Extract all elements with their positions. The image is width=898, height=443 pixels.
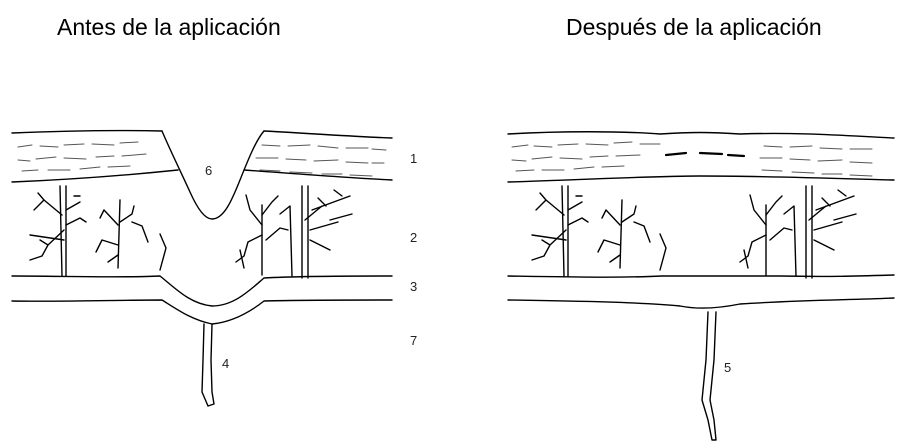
before-roots-left	[29, 185, 167, 277]
after-panel	[507, 131, 895, 441]
before-roots-right	[235, 185, 353, 279]
after-layer3-top	[507, 274, 895, 278]
after-layer3-bottom	[507, 297, 895, 309]
before-layer3-top	[11, 275, 393, 307]
before-crack	[201, 323, 215, 407]
label-2: 2	[410, 230, 417, 245]
title-before: Antes de la aplicación	[57, 14, 281, 40]
label-4: 4	[222, 356, 229, 371]
after-roots-left	[531, 185, 667, 277]
after-strata	[511, 141, 873, 177]
before-surface-top-right	[263, 130, 393, 139]
label-6: 6	[205, 163, 212, 178]
before-strata-left	[17, 141, 147, 172]
after-patch-fill	[664, 151, 746, 158]
label-1: 1	[410, 151, 417, 166]
before-surface-bottom-left	[11, 169, 179, 183]
before-panel	[11, 129, 393, 407]
label-3: 3	[410, 279, 417, 294]
before-surface-top-left	[11, 129, 163, 134]
title-after: Después de la aplicación	[566, 14, 822, 40]
before-strata-right	[255, 144, 387, 177]
before-pothole-v	[161, 130, 265, 220]
before-surface-bottom-right	[243, 169, 393, 181]
label-7: 7	[410, 333, 417, 348]
after-surface-top	[507, 131, 895, 139]
label-5: 5	[724, 360, 731, 375]
after-crack	[701, 311, 717, 441]
after-surface-bottom	[507, 175, 895, 183]
after-roots-right	[739, 185, 857, 279]
